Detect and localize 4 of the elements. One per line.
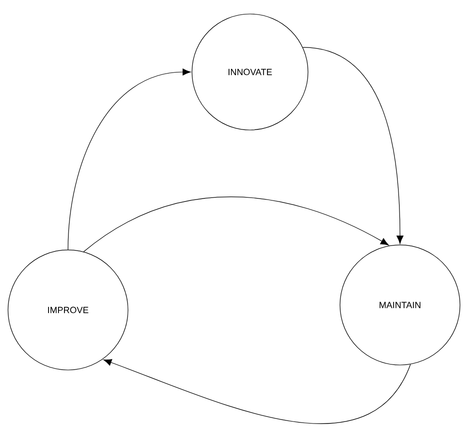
- arrow: [103, 359, 411, 424]
- arrow: [68, 68, 191, 250]
- arrow: [83, 196, 389, 252]
- arrow: [302, 47, 404, 244]
